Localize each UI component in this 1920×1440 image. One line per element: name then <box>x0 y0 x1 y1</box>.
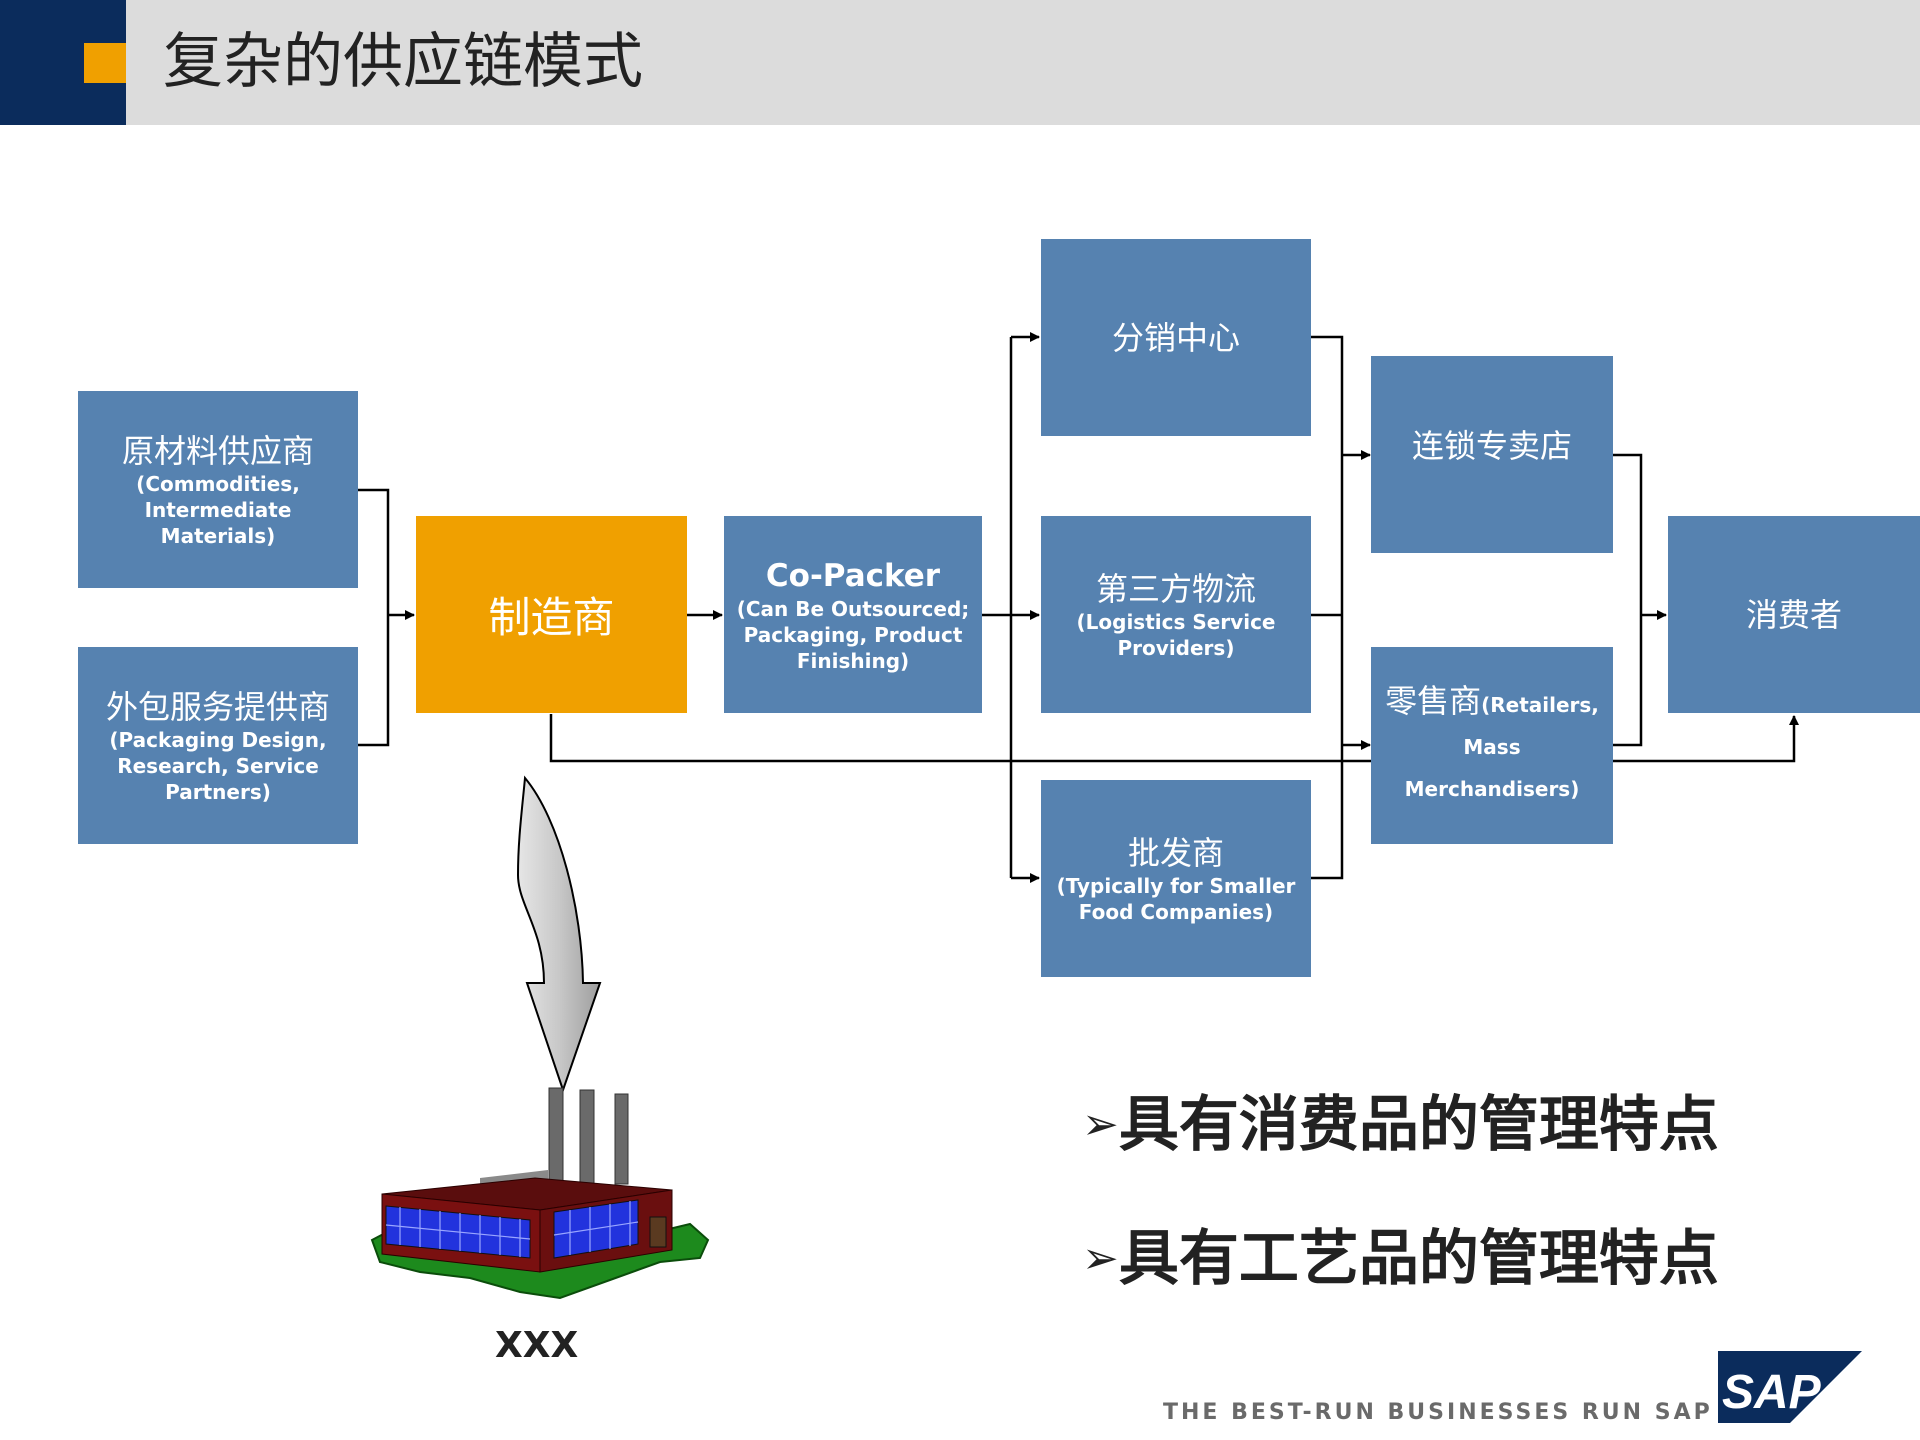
sap-logo-text: SAP <box>1722 1366 1822 1419</box>
raw-supplier-zh: 原材料供应商 <box>121 431 314 470</box>
retailer-en: (Retailers, Mass Merchandisers) <box>1404 692 1599 801</box>
copacker-en: (Can Be Outsourced; Packaging, Product F… <box>736 596 970 673</box>
third-party-en: (Logistics Service Providers) <box>1076 609 1276 660</box>
consumer-box: 消费者 <box>1668 516 1920 713</box>
chain-store-box: 连锁专卖店 <box>1371 356 1613 553</box>
wholesaler-zh: 批发商 <box>1127 833 1224 872</box>
bullet-text: 具有消费品的管理特点 <box>1118 1090 1719 1160</box>
connector-raw-supplier <box>358 488 390 615</box>
curved-down-arrow <box>516 775 602 1094</box>
connector-distribution-out <box>1311 335 1344 880</box>
bullet-arrow-icon: ➢ <box>1082 1099 1119 1150</box>
manufacturer-label: 制造商 <box>488 593 615 642</box>
factory-icon <box>370 1087 710 1300</box>
sap-logo: SAP <box>1718 1351 1862 1423</box>
copacker-box: Co-Packer (Can Be Outsourced; Packaging,… <box>724 516 982 713</box>
factory-label: XXX <box>495 1325 579 1366</box>
third-party-logistics-box: 第三方物流 (Logistics Service Providers) <box>1041 516 1311 713</box>
distribution-center-box: 分销中心 <box>1041 239 1311 436</box>
connector-outsourcing <box>358 615 390 747</box>
wholesaler-en: (Typically for Smaller Food Companies) <box>1056 873 1296 924</box>
manufacturer-box: 制造商 <box>416 516 687 713</box>
header-bar: 复杂的供应链模式 <box>0 0 1920 125</box>
bullet-arrow-icon: ➢ <box>1082 1233 1119 1284</box>
outsourcing-zh: 外包服务提供商 <box>105 687 330 726</box>
consumer-zh: 消费者 <box>1745 595 1842 634</box>
connector-manufacturer-direct <box>549 714 1799 763</box>
third-party-zh: 第三方物流 <box>1095 569 1256 608</box>
bullet-consumer-goods: ➢具有消费品的管理特点 <box>1082 1085 1719 1165</box>
retailer-zh: 零售商 <box>1385 681 1482 720</box>
distribution-zh: 分销中心 <box>1111 318 1240 357</box>
raw-supplier-en: (Commodities, Intermediate Materials) <box>136 471 300 548</box>
raw-material-supplier-box: 原材料供应商 (Commodities, Intermediate Materi… <box>78 391 358 588</box>
bullet-craft-goods: ➢具有工艺品的管理特点 <box>1082 1219 1719 1299</box>
wholesaler-box: 批发商 (Typically for Smaller Food Companie… <box>1041 780 1311 977</box>
copacker-title: Co-Packer <box>765 557 941 594</box>
footer-tagline: THE BEST-RUN BUSINESSES RUN SAP <box>1163 1400 1713 1425</box>
outsourcing-en: (Packaging Design, Research, Service Par… <box>109 727 327 804</box>
chain-store-zh: 连锁专卖店 <box>1411 427 1572 465</box>
retailer-box: 零售商(Retailers, Mass Merchandisers) <box>1371 647 1613 844</box>
connector-chain-store-out <box>1613 453 1643 747</box>
outsourcing-provider-box: 外包服务提供商 (Packaging Design, Research, Ser… <box>78 647 358 844</box>
bullet-text: 具有工艺品的管理特点 <box>1118 1224 1719 1294</box>
header-orange-square <box>84 43 126 83</box>
retailer-heading: 零售商(Retailers, Mass Merchandisers) <box>1379 681 1605 811</box>
page-title: 复杂的供应链模式 <box>163 27 643 97</box>
